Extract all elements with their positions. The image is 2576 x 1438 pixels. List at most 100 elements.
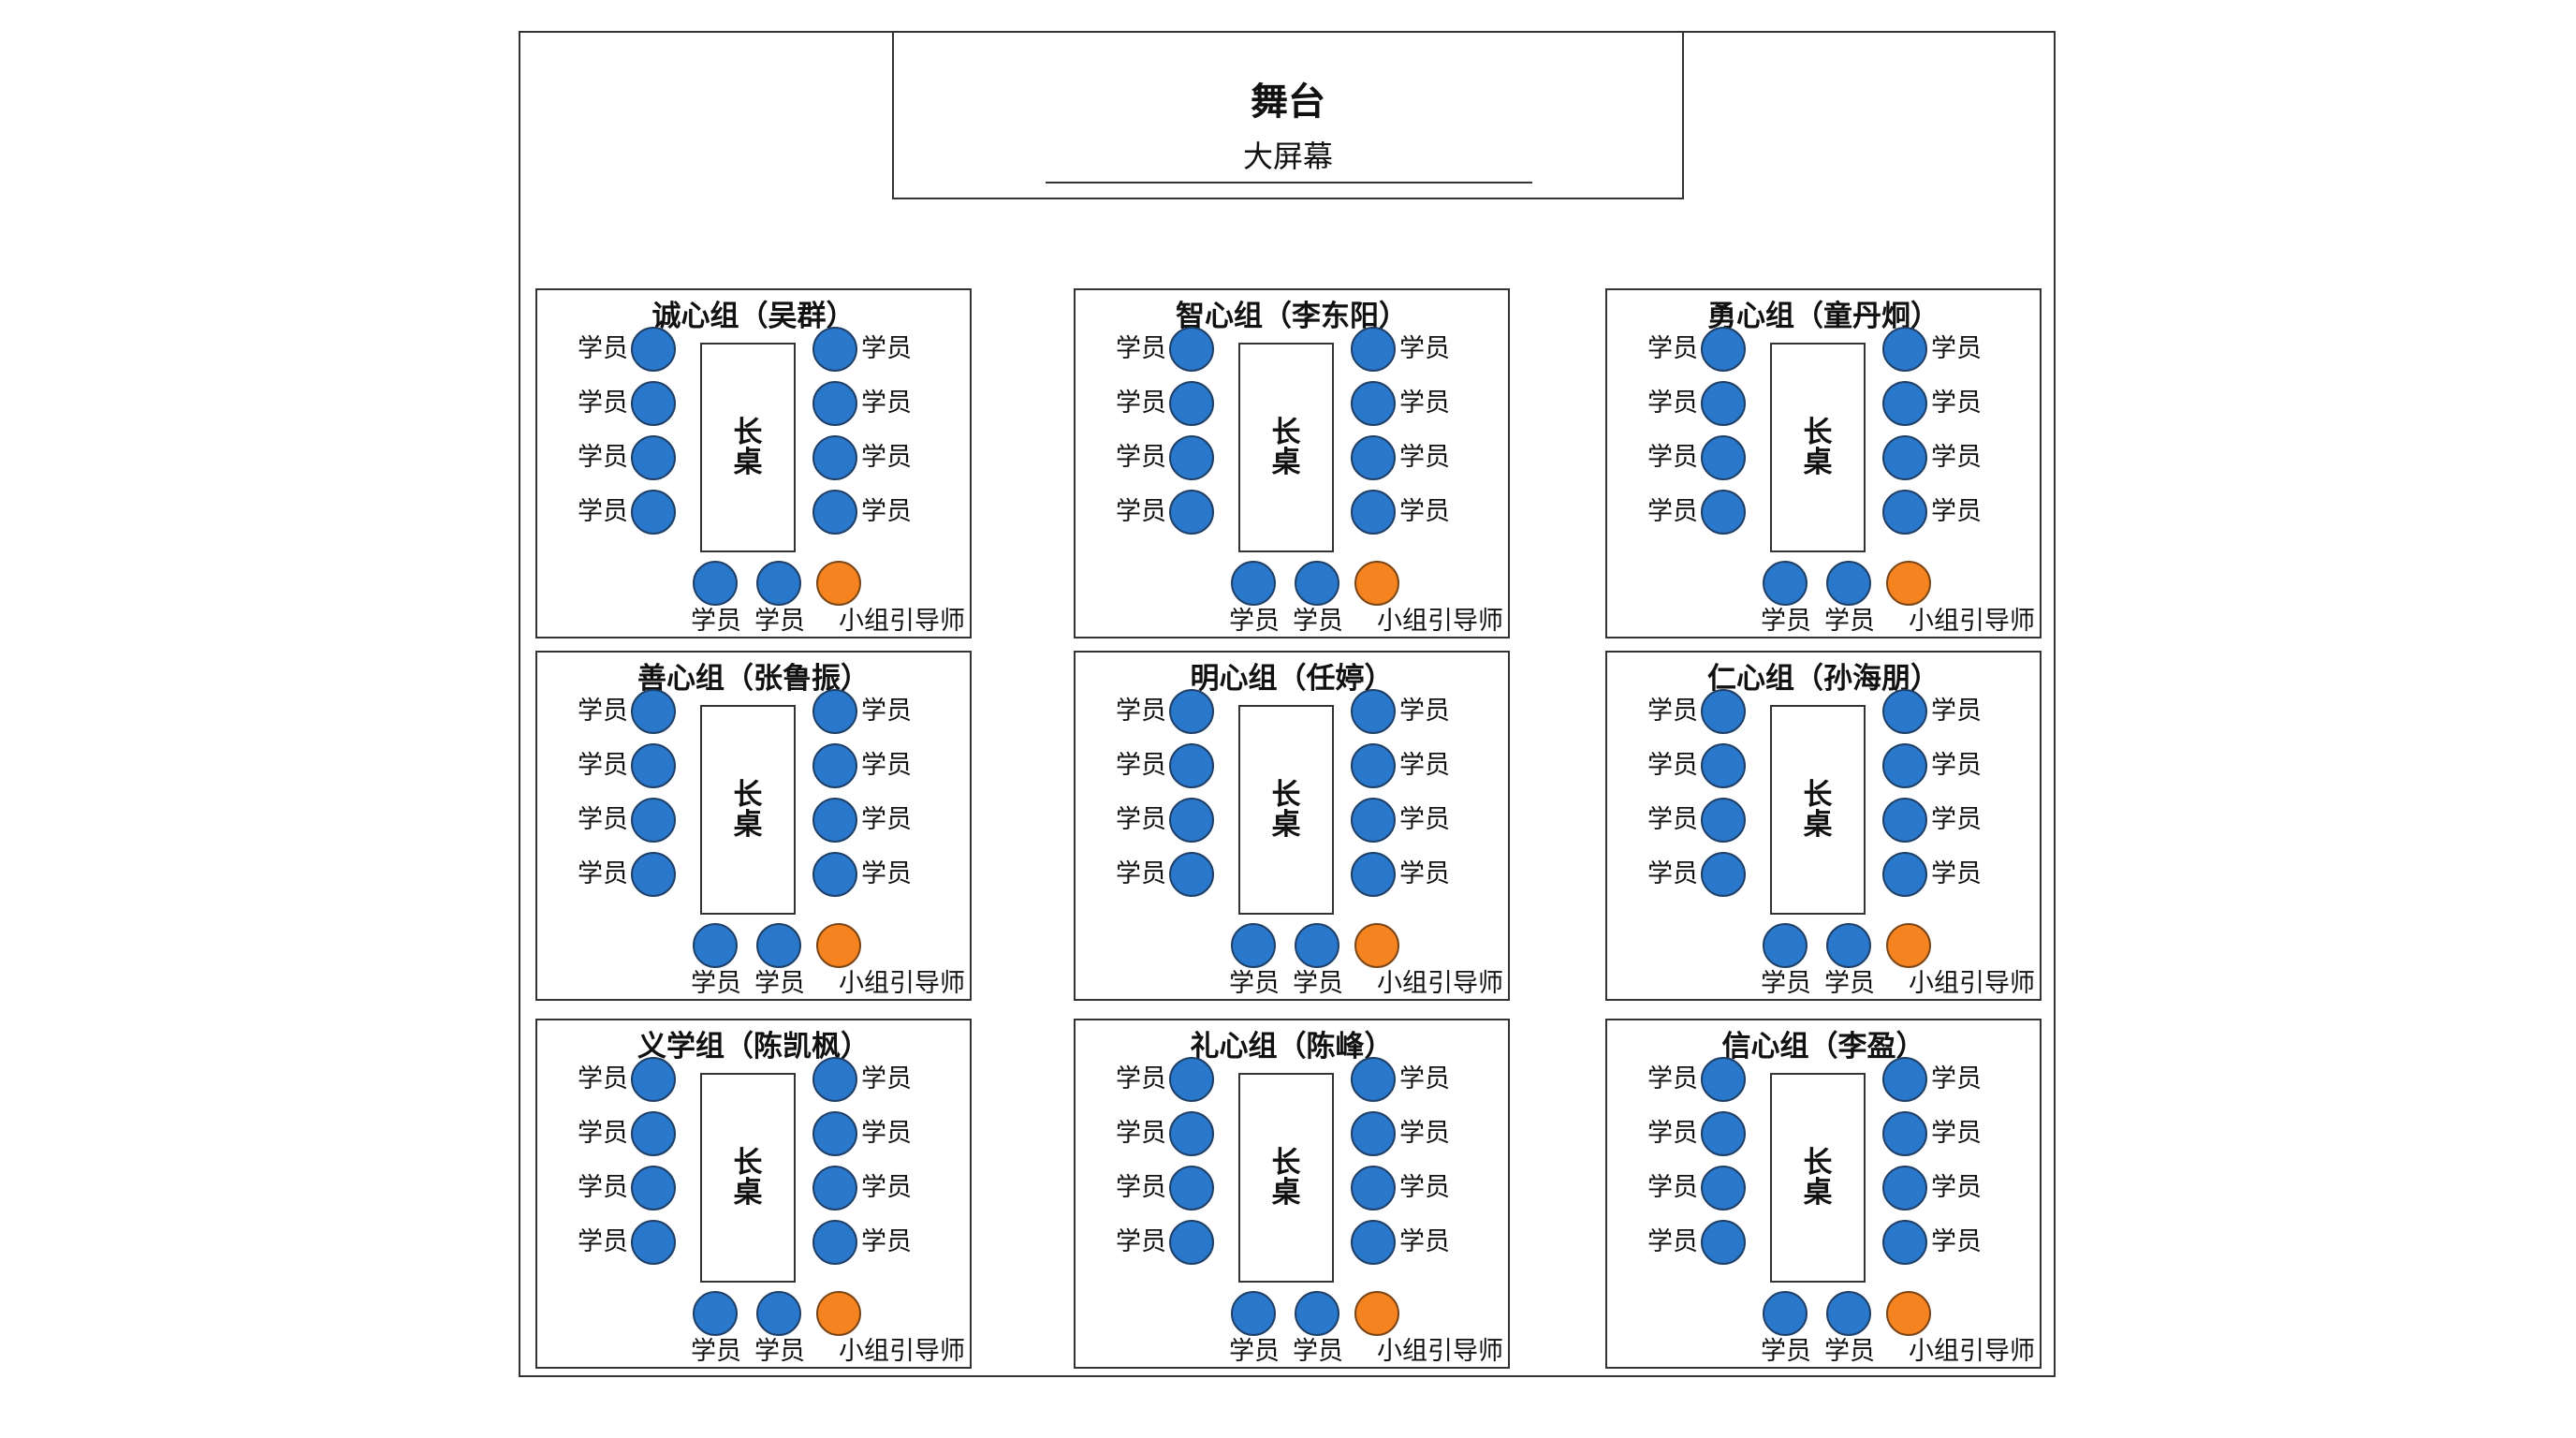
student-seat-icon [1882,490,1927,535]
student-label: 学员 [1116,1119,1166,1148]
student-label: 学员 [1647,1119,1698,1148]
student-label: 学员 [578,859,628,888]
big-screen-label: 大屏幕 [1242,139,1333,174]
stage-title: 舞台 [1251,81,1325,124]
student-seat-icon [631,1166,676,1211]
student-label: 学员 [1116,389,1166,418]
student-seat-icon [1351,1166,1396,1211]
group-title: 义学组（陈凯枫） [637,1030,870,1064]
student-seat-icon [1351,852,1396,897]
mentor-label: 小组引导师 [1909,1337,2035,1366]
student-seat-icon [693,923,738,968]
mentor-seat-icon [1354,1291,1399,1336]
student-label: 学员 [1647,1173,1698,1202]
student-seat-icon [1231,561,1276,606]
student-label: 学员 [1399,497,1450,526]
student-label: 学员 [1931,1064,1982,1093]
student-label: 学员 [1399,1119,1450,1148]
student-seat-icon [1882,743,1927,788]
student-label: 学员 [1931,751,1982,780]
group-title: 诚心组（吴群） [651,300,856,333]
big-screen-line [1046,182,1532,183]
student-seat-icon [1169,1111,1214,1156]
mentor-seat-icon [816,1291,861,1336]
student-seat-icon [1351,490,1396,535]
student-label: 学员 [1399,859,1450,888]
student-seat-icon [1351,798,1396,843]
mentor-seat-icon [816,561,861,606]
student-seat-icon [1351,435,1396,480]
student-seat-icon [1882,1111,1927,1156]
student-label: 学员 [1824,969,1875,998]
mentor-seat-icon [1354,923,1399,968]
student-seat-icon [1882,798,1927,843]
student-label: 学员 [691,607,741,636]
student-seat-icon [1351,327,1396,372]
student-seat-icon [1763,1291,1808,1336]
student-seat-icon [631,798,676,843]
student-seat-icon [631,852,676,897]
student-label: 学员 [1931,1173,1982,1202]
student-seat-icon [1701,689,1746,734]
student-label: 学员 [1824,1337,1875,1366]
student-label: 学员 [578,334,628,363]
student-seat-icon [631,381,676,426]
student-seat-icon [1701,381,1746,426]
student-label: 学员 [1647,1064,1698,1093]
student-label: 学员 [1399,334,1450,363]
student-seat-icon [631,327,676,372]
student-seat-icon [1295,923,1339,968]
student-seat-icon [1169,1166,1214,1211]
student-seat-icon [1701,1111,1746,1156]
student-seat-icon [1826,561,1871,606]
student-label: 学员 [1116,497,1166,526]
mentor-label: 小组引导师 [1909,607,2035,636]
mentor-label: 小组引导师 [1377,969,1503,998]
group-8: 礼心组（陈峰）长桌学员学员学员学员学员学员学员学员学员学员小组引导师 [1074,1019,1510,1369]
long-table: 长桌 [700,705,796,915]
student-label: 学员 [1931,1227,1982,1256]
student-seat-icon [1169,381,1214,426]
student-label: 学员 [754,1337,805,1366]
student-seat-icon [1882,327,1927,372]
student-label: 学员 [1116,1173,1166,1202]
student-seat-icon [1701,490,1746,535]
student-label: 学员 [1116,1227,1166,1256]
student-label: 学员 [578,1227,628,1256]
student-seat-icon [1169,743,1214,788]
student-seat-icon [756,923,801,968]
student-seat-icon [1701,1057,1746,1102]
student-seat-icon [631,490,676,535]
group-title: 礼心组（陈峰） [1190,1030,1394,1064]
long-table-label: 长桌 [733,1146,763,1210]
student-seat-icon [1882,1220,1927,1265]
group-7: 义学组（陈凯枫）长桌学员学员学员学员学员学员学员学员学员学员小组引导师 [535,1019,972,1369]
student-label: 学员 [1399,697,1450,726]
student-seat-icon [1169,689,1214,734]
student-label: 学员 [1116,859,1166,888]
student-label: 学员 [861,334,912,363]
student-label: 学员 [1116,334,1166,363]
student-label: 学员 [1293,1337,1343,1366]
student-seat-icon [1882,435,1927,480]
student-seat-icon [1169,852,1214,897]
student-label: 学员 [578,697,628,726]
student-seat-icon [812,327,857,372]
student-label: 学员 [861,1064,912,1093]
student-seat-icon [1763,561,1808,606]
mentor-label: 小组引导师 [1909,969,2035,998]
mentor-label: 小组引导师 [839,969,965,998]
student-seat-icon [1882,1057,1927,1102]
student-label: 学员 [1399,1064,1450,1093]
student-seat-icon [812,798,857,843]
student-seat-icon [1351,1057,1396,1102]
student-seat-icon [756,1291,801,1336]
group-6: 仁心组（孙海朋）长桌学员学员学员学员学员学员学员学员学员学员小组引导师 [1605,651,2042,1001]
student-seat-icon [631,1111,676,1156]
group-9: 信心组（李盈）长桌学员学员学员学员学员学员学员学员学员学员小组引导师 [1605,1019,2042,1369]
student-seat-icon [1882,1166,1927,1211]
student-seat-icon [1826,923,1871,968]
student-label: 学员 [1647,697,1698,726]
mentor-label: 小组引导师 [1377,607,1503,636]
student-label: 学员 [1116,751,1166,780]
